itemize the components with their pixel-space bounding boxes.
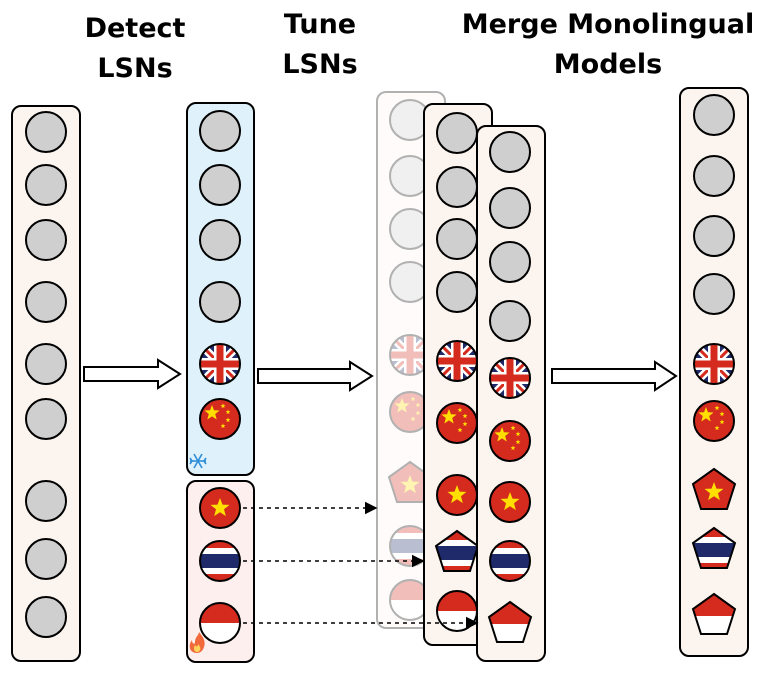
neuron-node [436,112,478,154]
vietnam-flag-icon [436,474,478,516]
arrow-detect [83,358,182,390]
flame-icon [189,632,205,653]
vietnam-flag-icon [199,487,241,529]
neuron-node [199,219,241,261]
arrow-tune [257,360,374,392]
monolingual-model-id [476,125,546,662]
neuron-node [25,281,67,323]
neuron-node [25,343,67,385]
neuron-node [693,155,735,197]
stage-title-detect: Detect [85,13,186,44]
neuron-node [693,273,735,315]
merged-model-column [679,87,749,657]
monolingual-model-th [423,103,493,646]
indonesia-flag-icon [389,579,431,621]
frozen-shared-column [186,102,255,476]
original-model-column [11,105,81,662]
neuron-node [693,215,735,257]
stage-title-detect-sub: LSNs [97,53,172,84]
neuron-node [25,164,67,206]
thailand-flag-icon [199,540,241,582]
thailand-flag-icon [489,540,531,582]
neuron-node [25,219,67,261]
neuron-node [25,398,67,440]
neuron-node [199,110,241,152]
stage-title-tune: Tune [284,9,356,40]
arrow-merge [551,360,678,392]
china-flag-icon [489,420,531,462]
neuron-node [489,241,531,283]
vietnam-flag-icon [489,481,531,523]
stage-title-merge-sub: Models [554,49,662,80]
china-flag-icon [199,398,241,440]
neuron-node [199,164,241,206]
neuron-node [25,596,67,638]
indonesia-flag-icon [199,602,241,644]
neuron-node [489,131,531,173]
china-flag-icon [693,400,735,442]
neuron-node [199,281,241,323]
neuron-node [25,538,67,580]
stage-title-merge: Merge Monolingual [462,9,754,40]
neuron-node [489,300,531,342]
neuron-node [25,480,67,522]
indonesia-flag-icon [487,600,533,643]
neuron-node [489,187,531,229]
tuning-connectors [243,501,479,630]
snowflake-icon [189,453,207,469]
neuron-node [25,111,67,153]
neuron-node [693,94,735,136]
china-flag-icon [436,402,478,444]
neuron-node [436,166,478,208]
stage-title-tune-sub: LSNs [282,49,357,80]
neuron-node [436,271,478,313]
tunable-lsn-column [186,480,255,663]
neuron-node [436,218,478,260]
